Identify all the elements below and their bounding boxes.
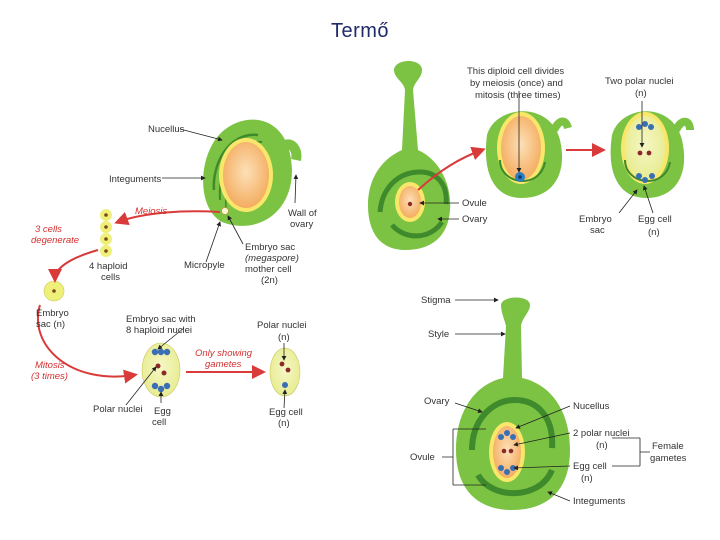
label-egg-top-1: Egg cell <box>638 214 672 225</box>
female-gametes-bracket <box>612 437 650 467</box>
label-ovule-bottom: Ovule <box>410 452 435 463</box>
label-only-showing-1: Only showing <box>195 348 253 359</box>
ovule-cross-section <box>203 119 302 226</box>
label-sac-mother-3: mother cell <box>245 264 291 275</box>
label-egg-n-2: (n) <box>278 418 290 429</box>
label-embryo-sac-1: Embryo <box>36 308 69 319</box>
label-ovule-top: Ovule <box>462 198 487 209</box>
label-haploid-1: 4 haploid <box>89 261 128 272</box>
label-egg-bottom-2: (n) <box>581 473 593 484</box>
label-haploid-2: cells <box>101 272 120 283</box>
final-embryo-sac <box>610 111 694 198</box>
bottom-right-pistil-diagram: Stigma Style Ovary Ovule Nucellus 2 pola… <box>410 295 687 510</box>
label-eight-nuclei-1: Embryo sac with <box>126 314 196 325</box>
label-sac-mother-4: (2n) <box>261 275 278 286</box>
label-two-polar-2: (n) <box>635 88 647 99</box>
label-wall-2: ovary <box>290 219 313 230</box>
label-egg-top-2: (n) <box>648 227 660 238</box>
diploid-ovule <box>485 111 572 198</box>
label-degenerate-1: 3 cells <box>35 224 62 235</box>
left-meiosis-diagram: Nucellus Integuments Meiosis 3 cells deg… <box>31 119 317 429</box>
label-female-1: Female <box>652 441 684 452</box>
label-egg-2: cell <box>152 417 166 428</box>
label-ovary-top: Ovary <box>462 214 488 225</box>
label-embryo-sac-2: sac (n) <box>36 319 65 330</box>
label-sac-mother-1: Embryo sac <box>245 242 295 253</box>
label-sac-mother-2: (megaspore) <box>245 253 299 264</box>
mitosis-arrow <box>37 304 138 384</box>
label-only-showing-2: gametes <box>205 359 242 370</box>
gametes-sac <box>269 347 301 397</box>
ovule-bracket <box>442 428 486 486</box>
label-diploid-1: This diploid cell divides <box>467 66 564 77</box>
top-pistil <box>368 61 451 250</box>
label-polar-bottom-1: 2 polar nuclei <box>573 428 630 439</box>
label-nucellus-bottom: Nucellus <box>573 401 610 412</box>
degenerate-arrow <box>48 249 99 283</box>
meiosis-arrow <box>114 210 221 226</box>
label-wall-1: Wall of <box>288 208 317 219</box>
label-nucellus: Nucellus <box>148 124 185 135</box>
label-ovary-bottom: Ovary <box>424 396 450 407</box>
label-diploid-2: by meiosis (once) and <box>470 78 563 89</box>
page-title: Termő <box>330 20 390 42</box>
label-micropyle: Micropyle <box>184 260 225 271</box>
label-integuments: Integuments <box>109 174 162 185</box>
bottom-pistil <box>456 297 570 510</box>
megaspore-mother-cell <box>221 207 229 215</box>
label-polar-bottom-2: (n) <box>596 440 608 451</box>
label-egg-1: Egg <box>154 406 171 417</box>
label-female-2: gametes <box>650 453 687 464</box>
top-right-pistil-diagram: This diploid cell divides by meiosis (on… <box>368 61 694 250</box>
label-mitosis-1: Mitosis <box>35 360 65 371</box>
label-meiosis: Meiosis <box>135 206 167 217</box>
label-embryo-sac-top-1: Embryo <box>579 214 612 225</box>
eight-nuclei-sac <box>141 342 181 398</box>
label-mitosis-2: (3 times) <box>31 371 68 382</box>
label-polar-top-2: (n) <box>278 332 290 343</box>
embryo-sac-cell <box>43 280 65 302</box>
label-eight-nuclei-2: 8 haploid nuclei <box>126 325 192 336</box>
label-diploid-3: mitosis (three times) <box>475 90 561 101</box>
top-arrow-1 <box>417 146 486 191</box>
label-stigma: Stigma <box>421 295 451 306</box>
label-integuments-bottom: Integuments <box>573 496 626 507</box>
label-two-polar-1: Two polar nuclei <box>605 76 674 87</box>
label-egg-bottom-1: Egg cell <box>573 461 607 472</box>
label-polar-top-1: Polar nuclei <box>257 320 307 331</box>
label-egg-n-1: Egg cell <box>269 407 303 418</box>
label-polar-bottom: Polar nuclei <box>93 404 143 415</box>
label-style: Style <box>428 329 449 340</box>
label-degenerate-2: degenerate <box>31 235 79 246</box>
haploid-cells <box>100 209 112 257</box>
label-embryo-sac-top-2: sac <box>590 225 605 236</box>
